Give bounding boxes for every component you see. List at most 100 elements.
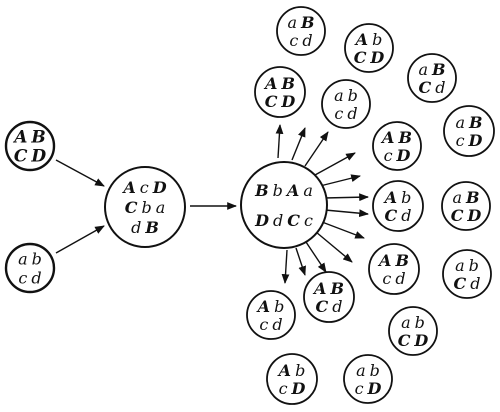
dominant-allele: B [300,13,315,32]
cell-circle [441,181,491,231]
cell-circle [443,105,495,157]
dominant-allele: C [454,274,467,293]
arrow-germ-cell-to-gamete [314,152,356,176]
arrow-parent-dominant-to-hybrid [55,159,105,187]
dominant-allele: D [396,146,411,165]
dominant-allele: A [312,279,326,298]
cell-circle [368,243,420,295]
cell-circle [4,242,56,294]
dominant-allele: D [254,211,269,230]
recessive-allele: d [332,297,342,316]
recessive-allele: a [356,361,366,380]
arrow-germ-cell-to-gamete [319,174,361,187]
cell-circle [240,161,328,249]
recessive-allele: d [401,206,411,225]
recessive-allele: c [456,131,465,150]
dominant-allele: B [144,218,159,237]
cell-circle [344,23,394,73]
dominant-allele: D [466,206,481,225]
recessive-allele: c [384,146,393,165]
recessive-allele: b [273,181,283,200]
recessive-allele: d [395,269,405,288]
cell-circle [254,66,306,118]
recessive-allele: c [355,379,364,398]
recessive-allele: c [18,268,27,287]
dominant-allele: A [277,361,291,380]
recessive-allele: c [289,31,298,50]
cell-circle [321,79,371,129]
recessive-allele: b [370,361,380,380]
arrow-germ-cell-to-gamete [323,193,369,202]
dominant-allele: A [383,188,397,207]
recessive-allele: a [303,181,313,200]
recessive-allele: b [401,188,411,207]
recessive-allele: a [287,13,297,32]
cell-circle [266,353,318,405]
dominant-allele: B [465,188,480,207]
cell-circle [4,120,56,172]
dominant-allele: C [125,198,138,217]
cell-circle [407,53,457,103]
dominant-allele: C [316,297,329,316]
recessive-allele: d [31,268,41,287]
dominant-allele: A [377,251,391,270]
recessive-allele: b [274,297,284,316]
cell-circle [276,6,326,56]
dominant-allele: C [419,78,432,97]
recessive-allele: b [32,249,42,268]
arrow-germ-cell-to-gamete [315,231,353,263]
dominant-allele: B [329,279,344,298]
cell-circle [343,354,393,404]
dominant-allele: C [14,147,28,167]
cell-circle [388,306,438,356]
recessive-allele: d [435,78,445,97]
recessive-allele: d [131,218,141,237]
cell-circle [104,166,186,248]
recessive-allele: a [455,256,465,275]
cell-circle [442,249,492,299]
dominant-allele: D [280,92,295,111]
cell-circle [303,271,355,323]
dominant-allele: D [30,147,46,167]
dominant-allele: C [385,206,398,225]
dominant-allele: D [468,131,483,150]
dominant-allele: B [254,181,269,200]
recessive-allele: c [382,269,391,288]
